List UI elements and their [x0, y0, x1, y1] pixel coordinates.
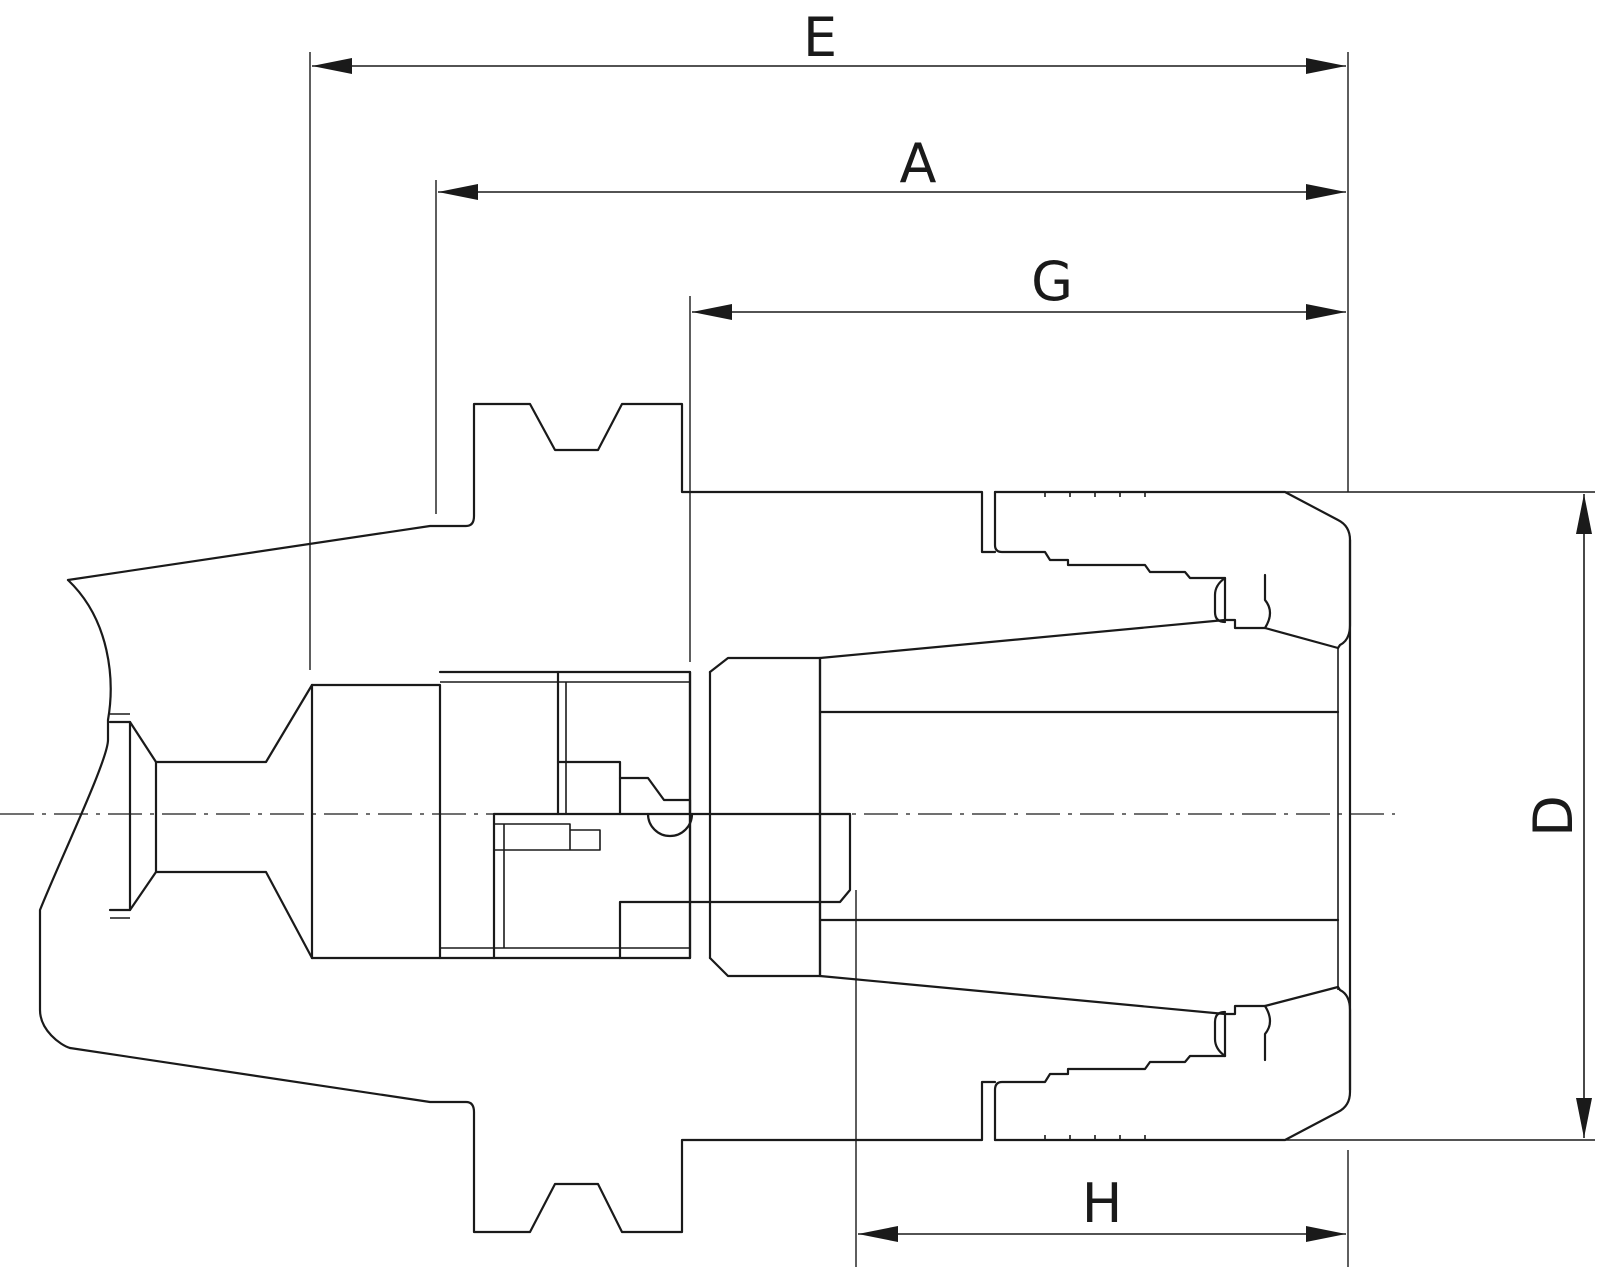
collet: [818, 618, 1340, 1016]
dimension-label-H: H: [1082, 1172, 1123, 1235]
collet-nut: [993, 490, 1352, 1142]
dimension-label-D: D: [1522, 795, 1585, 837]
dimension-label-G: G: [1031, 250, 1073, 313]
dimension-G: G: [692, 250, 1346, 320]
dimension-H: H: [858, 1172, 1346, 1242]
flange-groove-upper: [529, 403, 623, 451]
extension-lines: [309, 52, 1595, 1267]
dimension-E: E: [312, 6, 1346, 74]
dimension-label-E: E: [803, 6, 837, 69]
dimension-label-A: A: [900, 132, 937, 195]
bore-assembly: [108, 656, 852, 978]
holder-body-upper: [38, 402, 997, 1234]
dimension-A: A: [438, 132, 1346, 200]
dimension-D: D: [1522, 494, 1592, 1138]
